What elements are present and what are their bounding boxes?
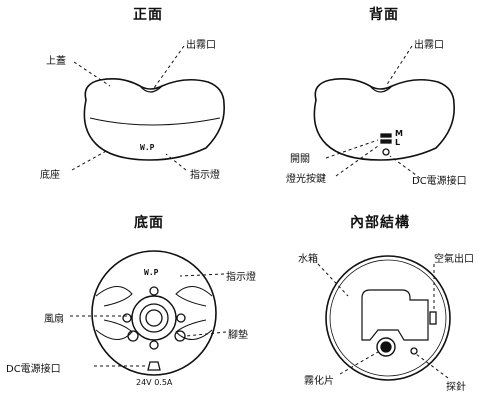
front-wp-badge: W.P: [140, 143, 155, 152]
bottom-fan-icon: [122, 286, 186, 350]
inside-leaders: [317, 263, 449, 379]
front-lid-label: 上蓋: [46, 56, 66, 67]
back-title: 背面: [369, 7, 399, 23]
bottom-indicator-label: 指示燈: [226, 272, 256, 283]
inside-title: 內部結構: [350, 215, 410, 231]
bottom-dc-port-shape: [147, 361, 161, 371]
bottom-foot-pad-left: [127, 330, 139, 342]
back-mist-outlet-label: 出霧口: [414, 40, 444, 51]
bottom-rating-label: 24V 0.5A: [136, 378, 173, 387]
bottom-foot-pad-right: [174, 330, 186, 342]
front-mist-outlet-label: 出霧口: [186, 40, 216, 51]
front-indicator-label: 指示燈: [190, 170, 220, 181]
inside-air-outlet-label: 空氣出口: [434, 254, 474, 265]
back-switch-mark-m: M: [395, 129, 403, 138]
back-dc-port-label: DC電源接口: [412, 176, 467, 187]
front-title: 正面: [133, 7, 163, 23]
inside-probe-label: 探針: [446, 382, 466, 393]
back-switch-mark-l: L: [395, 138, 401, 147]
back-leaders: [325, 45, 421, 179]
back-switch-label: 開關: [290, 154, 310, 165]
bottom-leaders: [70, 273, 227, 367]
back-dc-port-shape: [382, 148, 390, 156]
back-light-button-label: 燈光按鍵: [286, 174, 326, 185]
bottom-fan-label: 風扇: [44, 314, 64, 325]
front-leaders: [71, 45, 187, 171]
bottom-base-disc: [91, 250, 217, 376]
inside-tank-label: 水箱: [298, 254, 318, 265]
inside-atomizer-label: 霧化片: [304, 376, 334, 387]
bottom-dc-port-label: DC電源接口: [6, 364, 61, 375]
inside-air-outlet-shape: [429, 311, 437, 325]
front-base-label: 底座: [40, 170, 60, 181]
bottom-foot-pad-label: 腳墊: [228, 330, 248, 341]
back-humidifier-body: [313, 78, 455, 161]
front-humidifier-body: [83, 78, 225, 161]
inside-probe-shape: [410, 347, 418, 355]
back-switch: [380, 133, 392, 144]
bottom-wp-badge: W.P: [144, 268, 159, 277]
inside-atomizer-shape: [376, 337, 396, 357]
bottom-title: 底面: [134, 215, 164, 231]
inside-tank-outline: [325, 255, 451, 381]
